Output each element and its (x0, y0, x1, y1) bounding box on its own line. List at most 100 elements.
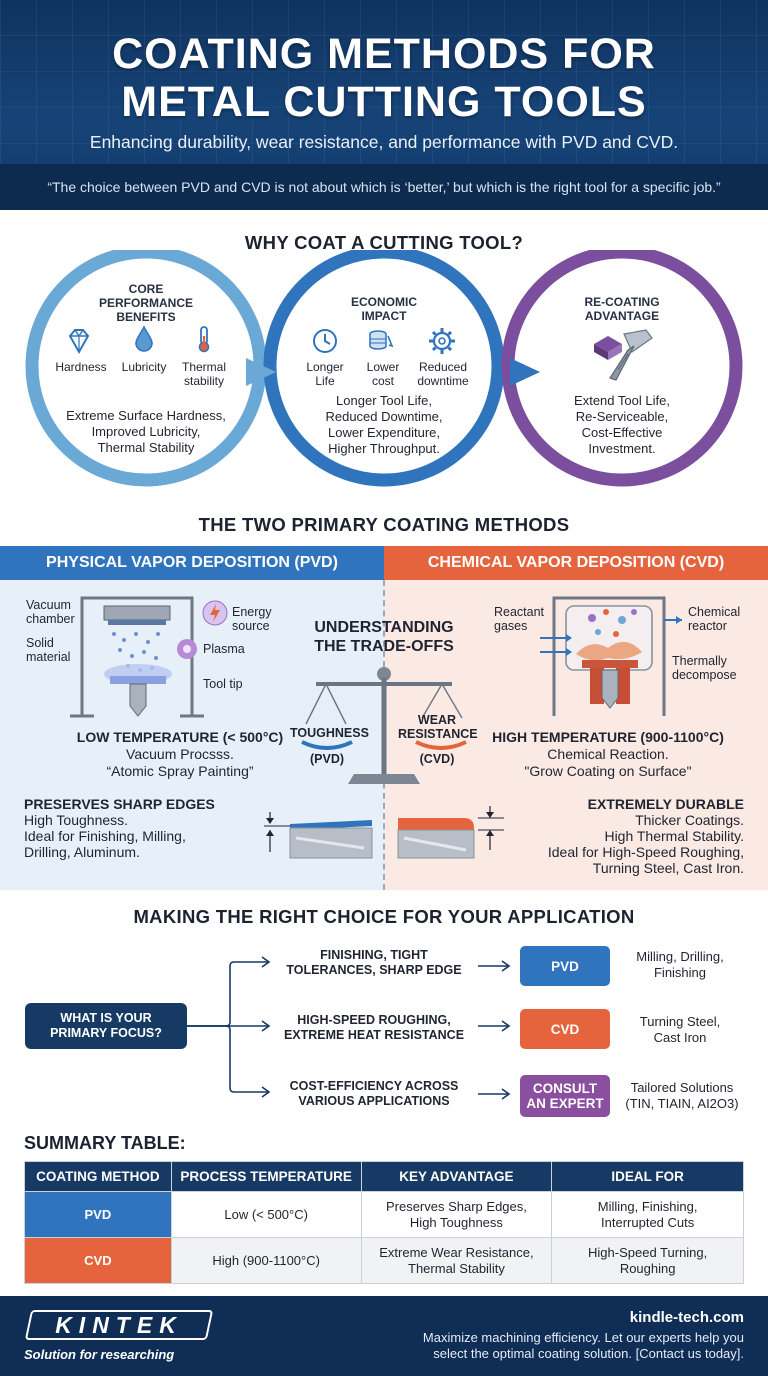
ring-arrow-1 (246, 358, 276, 386)
col-ideal-for: IDEAL FOR (551, 1161, 744, 1192)
cell-temp: High (900-1100°C) (170, 1237, 362, 1284)
core-body-l1: Extreme Surface Hardness, (66, 408, 226, 423)
adv1-l2: High Toughness (409, 1214, 503, 1230)
reduced-l1: Reduced (418, 360, 468, 374)
solid-l1: Solid (26, 636, 54, 650)
pvd-edge-body: High Toughness. Ideal for Finishing, Mil… (24, 812, 244, 860)
cvd-thick-coating-sample (397, 806, 504, 859)
cvd-durable-title: EXTREMELY DURABLE (587, 796, 744, 812)
ring-arrow-2 (510, 358, 540, 386)
lower-cost-label: Lower cost (350, 360, 416, 388)
economic-impact-ring (263, 250, 505, 487)
quote-text: “The choice between PVD and CVD is not a… (47, 179, 721, 195)
table-row: PVD Low (< 500°C) Preserves Sharp Edges,… (24, 1191, 744, 1238)
option-finishing: FINISHING, TIGHT TOLERANCES, SHARP EDGE (274, 948, 474, 978)
adv2-l1: Extreme Wear Resistance, (379, 1244, 534, 1260)
lower-l1: Lower (366, 360, 400, 374)
cvd-dur-l1: Thicker Coatings. (635, 812, 744, 828)
plasma-label: Plasma (203, 642, 245, 656)
cvd-dur-l4: Turning Steel, Cast Iron. (592, 860, 744, 876)
solid-l2: material (26, 650, 71, 664)
col-key-advantage: KEY ADVANTAGE (360, 1161, 553, 1192)
summary-table: COATING METHOD PROCESS TEMPERATURE KEY A… (24, 1161, 744, 1284)
benefit-rings-graphic (25, 250, 743, 487)
why-coat-title: WHY COAT A CUTTING TOOL? (244, 232, 524, 253)
vacuum-chamber-label: Vacuum chamber (26, 598, 75, 626)
pvd-process: Vacuum Procsss. (126, 746, 234, 762)
core-head-l2: PERFORMANCE (98, 296, 193, 310)
reactant-l2: gases (494, 619, 528, 633)
adv2-l2: Thermal Stability (408, 1260, 505, 1276)
table-header-row: COATING METHOD PROCESS TEMPERATURE KEY A… (24, 1161, 744, 1192)
econ-head-l1: ECONOMIC (351, 295, 417, 309)
wear-cvd-label: (CVD) (419, 752, 455, 766)
toughness-pvd-label: (PVD) (309, 752, 345, 766)
website-link[interactable]: kindle-tech.com (629, 1309, 744, 1326)
cvd-pan (415, 740, 467, 750)
tough-l1: TOUGHNESS (290, 726, 369, 740)
pvd-analogy: “Atomic Spray Painting” (106, 763, 254, 779)
tradeoff-l1: UNDERSTANDING (314, 619, 454, 636)
note3-l2: (TIN, TIAIN, AI2O3) (625, 1096, 739, 1111)
contact-us-link[interactable]: select the optimal coating solution. [Co… (433, 1346, 744, 1361)
econ-head-l2: IMPACT (361, 309, 407, 323)
consult-l1: CONSULT (532, 1081, 598, 1096)
recoat-body-l1: Extend Tool Life, (574, 393, 670, 408)
chemical-reactor-label: Chemical reactor (688, 605, 740, 633)
reactant-gases-label: Reactant gases (494, 605, 544, 633)
opt1-l1: FINISHING, TIGHT (320, 948, 428, 962)
solid-material-label: Solid material (26, 636, 70, 664)
pvd-chamber-diagram (70, 596, 204, 718)
note2-l1: Turning Steel, (639, 1014, 721, 1029)
footer-message: Maximize machining efficiency. Let our e… (384, 1330, 744, 1362)
core-body-l2: Improved Lubricity, (91, 424, 201, 439)
cell-ideal: Milling, Finishing, Interrupted Cuts (551, 1191, 744, 1238)
balance-scale-graphic (305, 667, 463, 784)
energy-source-label: Energy source (232, 605, 272, 633)
droplet-icon (135, 325, 153, 352)
energy-l1: Energy (232, 605, 272, 619)
footer-msg-l1: Maximize machining efficiency. Let our e… (422, 1330, 744, 1345)
pvd-thin-coating-sample (264, 812, 373, 859)
reduced-downtime-label: Reduced downtime (410, 360, 476, 388)
cvd-durable-body: Thicker Coatings. High Thermal Stability… (500, 812, 744, 876)
pvd-edge-l2: Ideal for Finishing, Milling, (24, 828, 186, 844)
kintek-logo: KINTEK (55, 1312, 183, 1338)
core-head-l1: CORE (128, 282, 164, 296)
focus-l2: PRIMARY FOCUS? (50, 1026, 162, 1040)
thermally-decompose-label: Thermally decompose (672, 654, 737, 682)
pvd-edge-l1: High Toughness. (24, 812, 129, 828)
longer-life-label: Longer Life (292, 360, 358, 388)
cell-temp: Low (< 500°C) (170, 1191, 362, 1238)
wear-resistance-label: WEAR RESISTANCE (398, 713, 478, 741)
wear-l1: WEAR (417, 713, 457, 727)
ideal1-l1: Milling, Finishing, (597, 1198, 698, 1214)
cvd-tag-note: Turning Steel, Cast Iron (614, 1014, 746, 1046)
col-coating-method: COATING METHOD (24, 1161, 172, 1192)
reduced-l2: downtime (417, 374, 469, 388)
thermal-stability-label: Thermal stability (171, 360, 237, 388)
methods-title: THE TWO PRIMARY COATING METHODS (198, 514, 570, 535)
note1-l1: Milling, Drilling, (636, 949, 724, 964)
longer-l1: Longer (306, 360, 344, 374)
economic-impact-body: Longer Tool Life, Reduced Downtime, Lowe… (289, 393, 479, 457)
lubricity-label: Lubricity (121, 360, 167, 374)
chemical-l1: Chemical (688, 605, 741, 619)
thermal-l1: Thermal (181, 360, 226, 374)
longer-l2: Life (315, 374, 335, 388)
opt2-l2: EXTREME HEAT RESISTANCE (283, 1028, 465, 1042)
recoating-heading: RE-COATING ADVANTAGE (552, 295, 692, 323)
cell-method-cvd: CVD (24, 1237, 172, 1284)
footer (0, 1296, 768, 1376)
core-benefits-body: Extreme Surface Hardness, Improved Lubri… (51, 408, 241, 456)
cell-advantage: Preserves Sharp Edges, High Toughness (360, 1191, 553, 1238)
drill-bit-icon (594, 329, 653, 381)
thermal-l2: stability (183, 374, 224, 388)
cvd-temperature: HIGH TEMPERATURE (900-1100°C) (492, 729, 724, 745)
cvd-header: CHEMICAL VAPOR DEPOSITION (CVD) (384, 546, 768, 580)
header-banner: COATING METHODS FOR METAL CUTTING TOOLS … (0, 0, 768, 210)
recoat-head-l2: ADVANTAGE (584, 309, 660, 323)
vacuum-l1: Vacuum (26, 598, 71, 612)
focus-l1: WHAT IS YOUR (60, 1011, 152, 1025)
lower-l2: cost (371, 374, 394, 388)
